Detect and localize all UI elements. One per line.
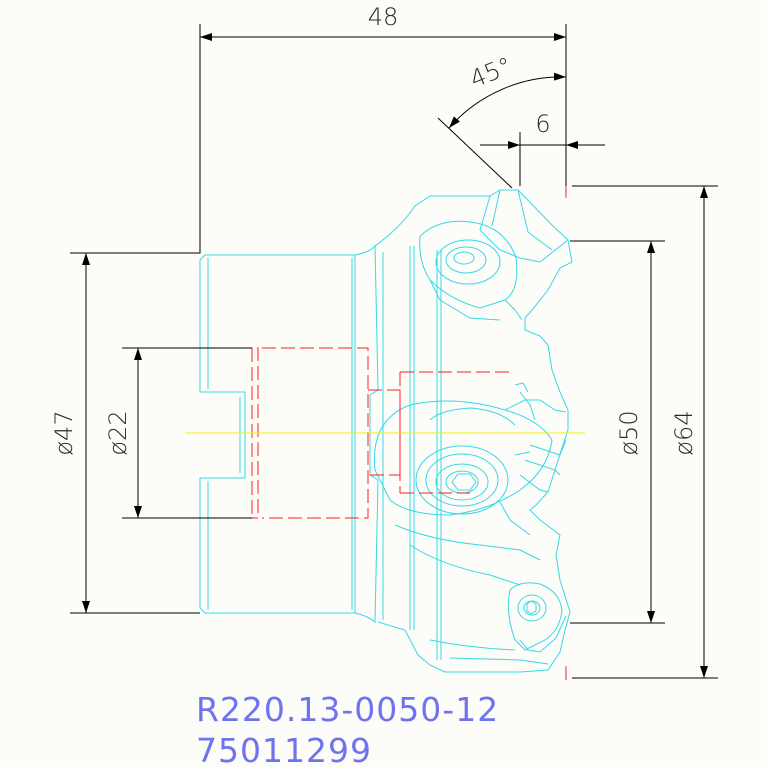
dim-6-label: 6 [535, 110, 550, 138]
dim-48-label: 48 [368, 3, 399, 31]
part-number: R220.13-0050-12 [196, 690, 499, 729]
order-code: 75011299 [196, 731, 372, 767]
dim-47-label: ø47 [50, 410, 78, 455]
dimension-lines [70, 24, 718, 679]
dim-22-label: ø22 [104, 410, 132, 455]
dim-50-label: ø50 [615, 410, 643, 455]
dim-64-label: ø64 [670, 410, 698, 455]
dim-45-label: 45° [466, 52, 516, 94]
cutter-body-outline [199, 189, 573, 673]
